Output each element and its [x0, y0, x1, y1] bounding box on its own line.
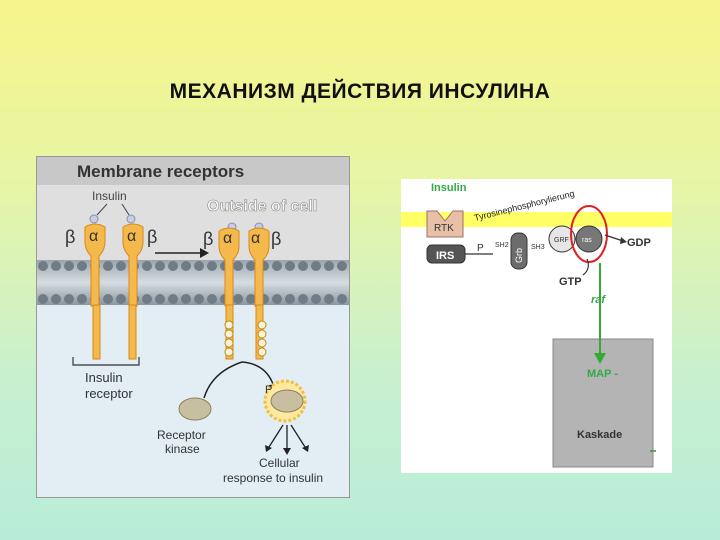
outside-of-cell-label: Outside of cell: [207, 198, 317, 215]
map-label: MAP -: [587, 368, 618, 380]
membrane-receptors-diagram: Membrane receptors Insulin Outside of ce…: [37, 157, 349, 497]
gdp-label: GDP: [627, 237, 651, 249]
alpha-subunit-label: α: [251, 230, 260, 247]
ras-protein: [575, 225, 603, 253]
raf-label: raf: [591, 294, 606, 306]
phosphate-groups: [224, 320, 267, 357]
grb-protein: [510, 232, 528, 270]
panel-header: Membrane receptors: [77, 162, 244, 181]
receptor-kinase-label: Receptor: [157, 428, 206, 442]
gtp-label: GTP: [559, 276, 582, 288]
beta-subunit-label: β: [147, 227, 157, 247]
ras-label: ras: [582, 237, 592, 244]
insulin-label: Insulin: [92, 189, 127, 203]
membrane-receptors-panel: Membrane receptors Insulin Outside of ce…: [36, 156, 350, 498]
beta-subunit-label: β: [65, 227, 75, 247]
beta-subunit-label: β: [271, 229, 281, 249]
ras-highlight: [570, 205, 608, 263]
receptor-kinase-inactive: [178, 397, 212, 421]
insulin-molecule: [89, 214, 99, 224]
membrane-band: [401, 212, 672, 227]
alpha-subunit-label: α: [89, 228, 98, 245]
phosphate-label: P: [265, 384, 272, 396]
response-arrows: [268, 424, 306, 449]
cell-membrane: [37, 260, 349, 305]
irs-label: IRS: [436, 250, 454, 262]
beta-subunit-label: β: [203, 229, 213, 249]
kaskade-label: Kaskade: [577, 429, 622, 441]
cellular-response-label: response to insulin: [223, 471, 323, 485]
grb-label: Grb: [514, 248, 524, 263]
slide-title: МЕХАНИЗМ ДЕЙСТВИЯ ИНСУЛИНА: [169, 80, 551, 103]
receptor-bracket: [72, 357, 140, 366]
phosphorylation-arrow: [203, 361, 243, 399]
rtk-receptor: [426, 210, 464, 238]
map-kaskade-box: [552, 338, 654, 468]
alpha-subunit-label: α: [127, 228, 136, 245]
cellular-response-label: Cellular: [259, 456, 300, 470]
insulin-receptor-inactive: [84, 223, 144, 360]
panel-header-bg: [37, 157, 349, 185]
sh2-label: SH2: [495, 242, 509, 249]
sh3-label: SH3: [531, 244, 545, 251]
insulin-label: Insulin: [431, 182, 467, 194]
signaling-cascade-diagram: Insulin RTK Tyrosinephosphorylierung IRS…: [401, 182, 672, 468]
insulin-receptor-label: Insulin: [85, 370, 123, 385]
receptor-kinase-active: [263, 379, 307, 423]
insulin-molecule: [126, 214, 136, 224]
rtk-label: RTK: [434, 223, 454, 234]
receptor-kinase-label: kinase: [165, 442, 200, 456]
grf-label: GRF: [554, 237, 569, 244]
insulin-receptor-label: receptor: [85, 386, 133, 401]
alpha-subunit-label: α: [223, 230, 232, 247]
signaling-cascade-panel: Insulin RTK Tyrosinephosphorylierung IRS…: [401, 179, 672, 473]
grf-protein: [548, 225, 576, 253]
phosphate-label: P: [477, 243, 484, 254]
